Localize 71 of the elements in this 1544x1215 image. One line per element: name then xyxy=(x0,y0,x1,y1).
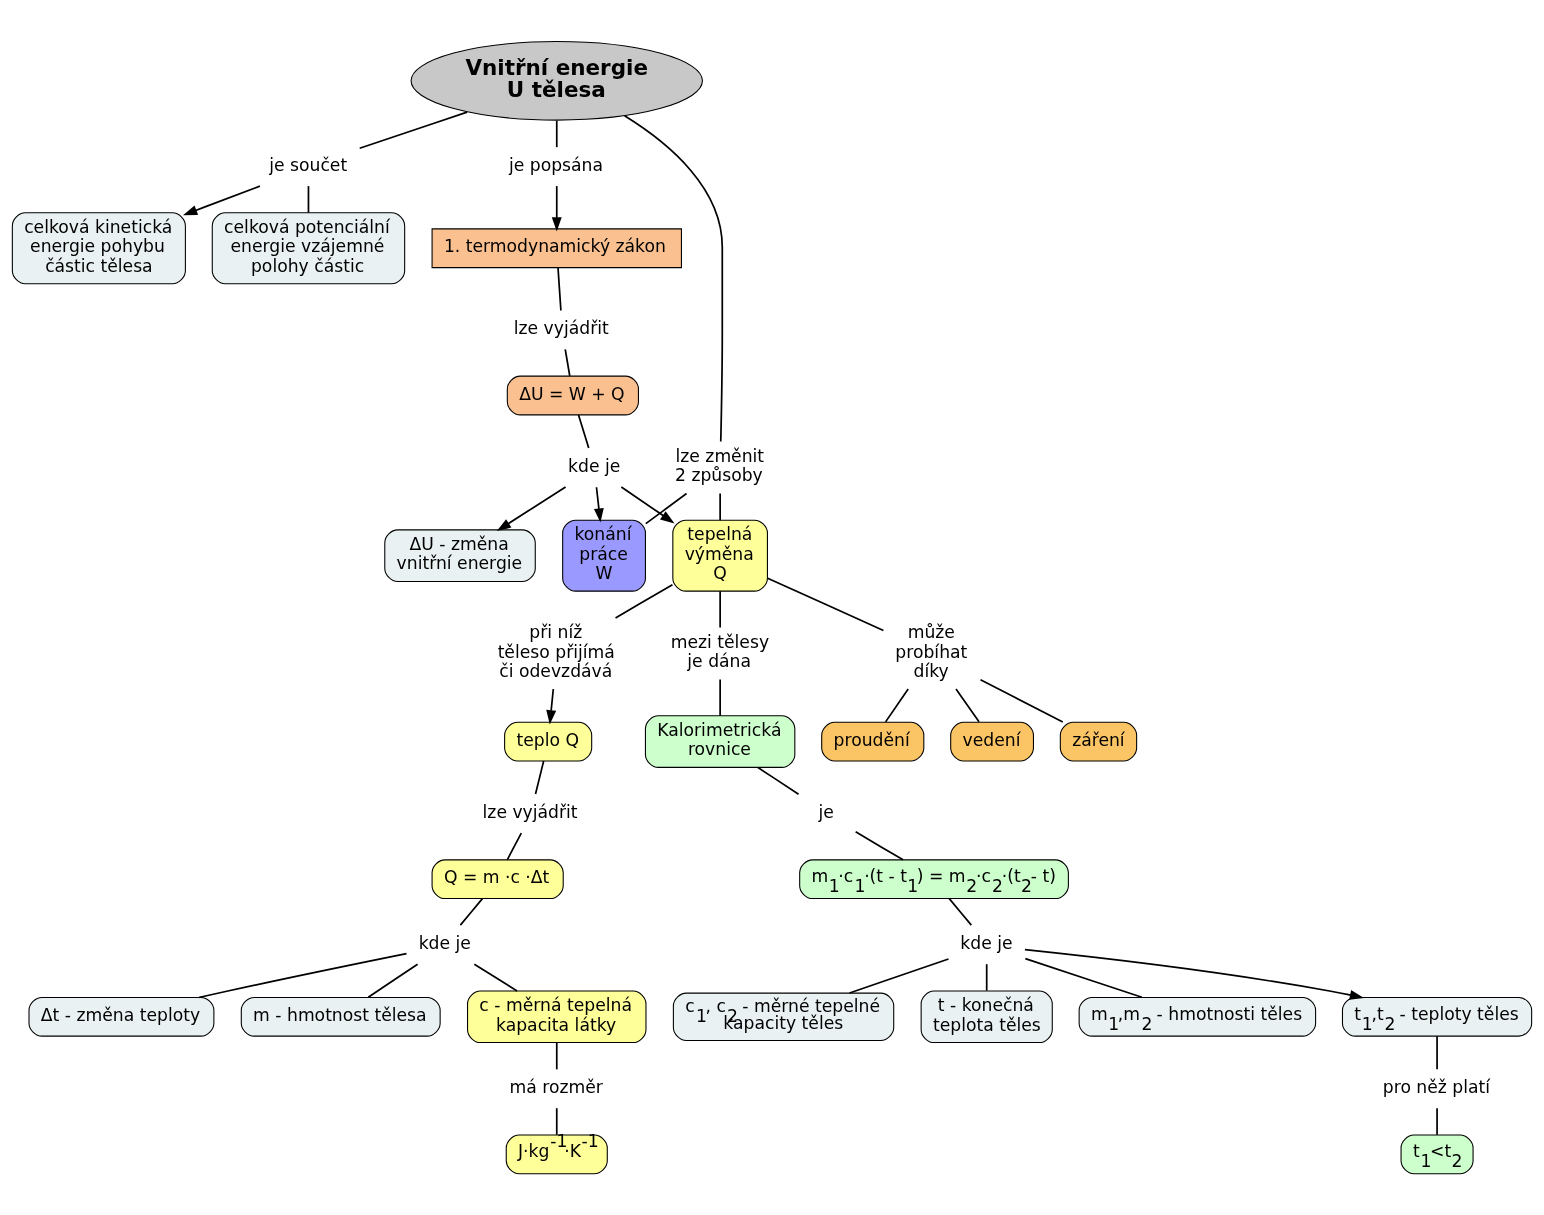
connector xyxy=(555,1107,558,1136)
node-text: mezi tělesy je dána xyxy=(670,631,770,672)
node-box: Δt - změna teploty xyxy=(28,996,215,1037)
connector xyxy=(644,492,688,525)
node-text: může probíhat díky xyxy=(895,622,968,681)
node-box: 1. termodynamický zákon xyxy=(431,228,682,269)
node-box: m - hmotnost tělesa xyxy=(240,996,441,1037)
node-box: vedení xyxy=(950,721,1034,762)
connector xyxy=(557,266,562,312)
connector xyxy=(577,414,590,449)
connector xyxy=(955,688,980,723)
connector xyxy=(564,348,571,377)
arrow xyxy=(546,688,557,725)
node-box: Kalorimetrická rovnice xyxy=(644,715,796,768)
node-box: ΔU = W + Q xyxy=(506,375,639,416)
node-text: kde je xyxy=(418,932,471,953)
connector xyxy=(1024,957,1143,999)
arrow xyxy=(593,486,604,523)
node-box: celková kinetická energie pohybu částic tělesa xyxy=(11,212,186,285)
node-box: konání práce W xyxy=(562,519,646,592)
connector xyxy=(766,577,885,632)
node-text: je součet xyxy=(269,154,348,175)
node-text: je xyxy=(818,801,834,822)
arrow xyxy=(620,486,675,524)
connector xyxy=(719,590,721,629)
node-box: záření xyxy=(1059,721,1138,762)
arrow xyxy=(551,185,562,232)
connector xyxy=(198,952,408,999)
node-box: c - měrná tepelná kapacita látky xyxy=(467,990,647,1044)
node-text: má rozměr xyxy=(509,1076,603,1097)
connector xyxy=(757,766,800,796)
connector xyxy=(719,492,721,522)
node-box: tepelná výměna Q xyxy=(672,519,768,592)
node-ellipse: Vnitřní energie U tělesa xyxy=(410,41,703,121)
node-text: lze změnit 2 způsoby xyxy=(674,445,765,486)
connector xyxy=(1436,1035,1438,1071)
connector xyxy=(367,963,419,999)
node-text: lze vyjádřit xyxy=(482,801,578,822)
connector xyxy=(884,688,910,723)
node-text: pro něž platí xyxy=(1382,1076,1491,1097)
connector xyxy=(555,1041,558,1071)
connector xyxy=(307,185,310,214)
connector xyxy=(848,958,950,994)
node-text: při níž těleso přijímá či odevzdává xyxy=(497,622,615,681)
connector xyxy=(555,119,558,148)
connector xyxy=(614,583,674,619)
connector xyxy=(719,678,721,717)
connector xyxy=(459,897,484,926)
connector xyxy=(534,760,545,795)
node-box: t - konečná teplota těles xyxy=(920,990,1053,1044)
node-box: celková potenciální energie vzájemné polohy částic xyxy=(211,212,406,285)
connector xyxy=(623,115,724,443)
node-text: kde je xyxy=(568,455,621,476)
node-text: lze vyjádřit xyxy=(513,318,609,339)
node-box: teplo Q xyxy=(504,721,593,762)
connector xyxy=(506,832,523,861)
connector xyxy=(854,831,904,861)
connector xyxy=(948,897,973,926)
arrow xyxy=(183,185,261,216)
connector xyxy=(985,963,988,992)
node-text: kde je xyxy=(960,932,1013,953)
node-box: Q = m ·c ·Δt xyxy=(431,859,564,900)
connector xyxy=(358,111,468,150)
node-box: proudění xyxy=(821,721,925,762)
node-box: ΔU - změna vnitřní energie xyxy=(384,529,536,582)
connector xyxy=(473,963,518,992)
node-text: je popsána xyxy=(508,154,603,175)
connector xyxy=(979,678,1064,723)
connector xyxy=(1436,1107,1438,1136)
arrow xyxy=(1024,948,1365,1000)
arrow xyxy=(496,486,567,532)
